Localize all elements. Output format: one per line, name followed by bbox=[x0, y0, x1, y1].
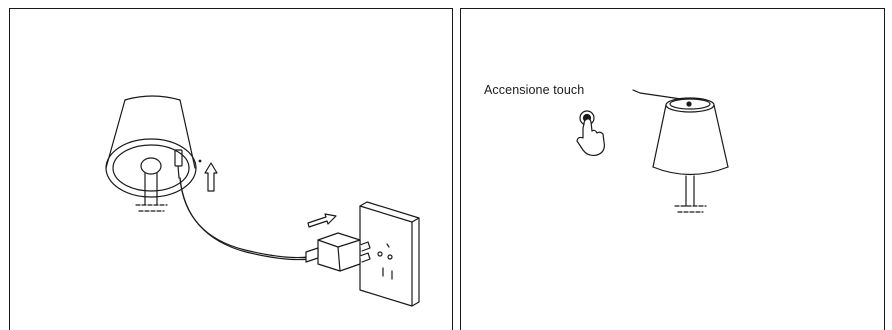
lamp-icon bbox=[652, 97, 729, 213]
diagram-canvas bbox=[105, 89, 729, 307]
callout-leader-line bbox=[632, 89, 689, 101]
touch-panel bbox=[460, 8, 885, 330]
insert-arrow-icon bbox=[307, 213, 337, 228]
up-arrow-icon bbox=[198, 159, 218, 192]
charging-cable-icon bbox=[179, 177, 319, 259]
lamp-base-icon bbox=[105, 95, 197, 212]
touch-callout-label: Accensione touch bbox=[484, 83, 585, 97]
plug-adapter-icon bbox=[305, 232, 371, 272]
touch-finger-icon bbox=[576, 110, 605, 157]
charging-panel bbox=[9, 8, 453, 330]
